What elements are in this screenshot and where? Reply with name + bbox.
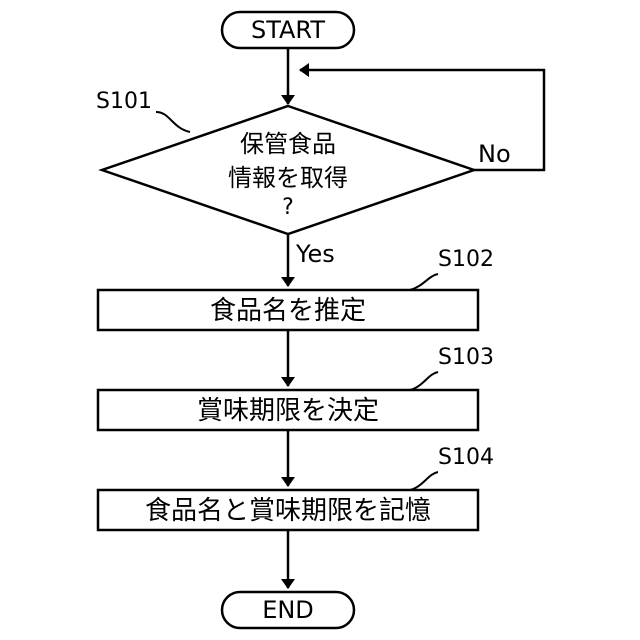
step-id-s103: S103 [438,345,494,370]
step-id-s102: S102 [438,247,494,272]
process-text-s104: 食品名と賞味期限を記憶 [145,496,431,526]
step-id-s101: S101 [96,89,152,114]
decision-line-2: 情報を取得 [228,164,348,192]
step-id-s104: S104 [438,445,494,470]
process-text-s103: 賞味期限を決定 [197,396,379,426]
yes-label: Yes [295,240,335,268]
s103-leader [410,372,438,390]
decision-line-3: ? [282,195,294,220]
s104-leader [410,472,438,490]
s102-leader [410,274,438,290]
s101-leader [156,112,190,132]
process-text-s102: 食品名を推定 [210,296,366,326]
decision-line-1: 保管食品 [240,130,336,158]
start-label: START [251,16,325,44]
end-label: END [262,596,314,624]
no-label: No [478,140,511,168]
